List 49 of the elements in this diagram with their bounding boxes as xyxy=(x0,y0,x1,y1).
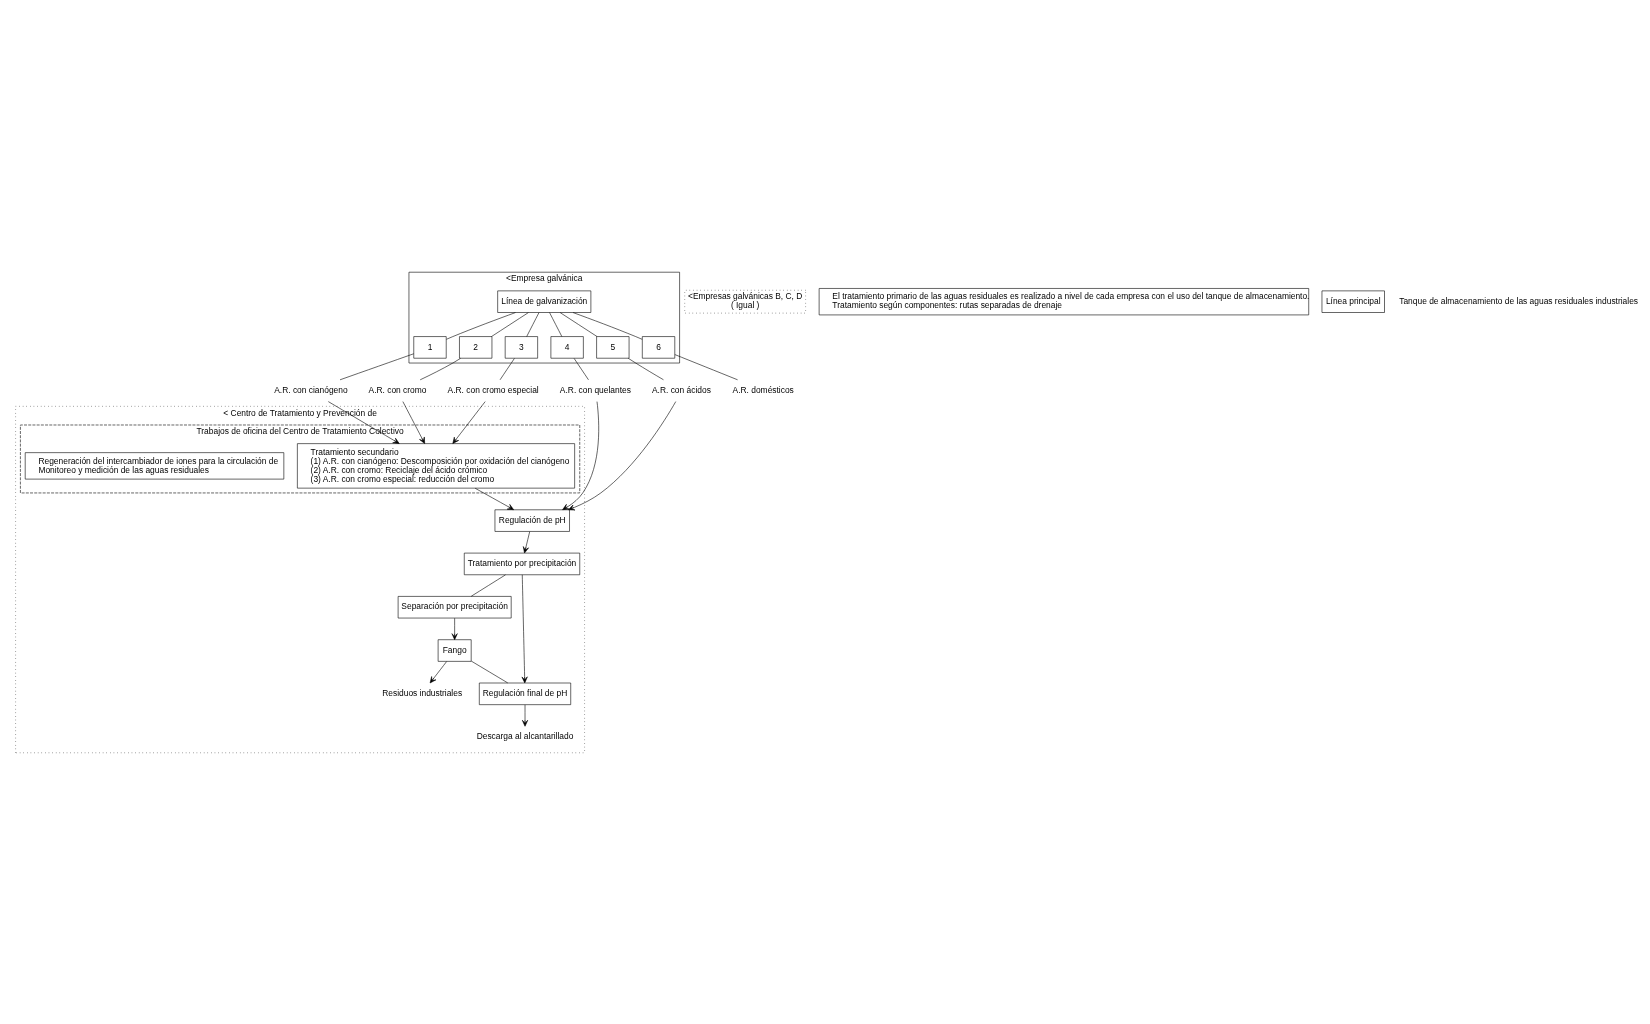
node-text: A.R. con cromo xyxy=(368,384,427,395)
node-box: 5 xyxy=(596,335,630,359)
node-box: Fango xyxy=(437,638,472,662)
arrow xyxy=(522,704,529,727)
arrow xyxy=(523,530,530,553)
node-box: Línea de galvanización xyxy=(497,290,592,313)
arrow xyxy=(562,400,600,510)
connector xyxy=(559,311,598,337)
node-box: Línea principal xyxy=(1321,290,1385,313)
node-box: 4 xyxy=(550,335,584,359)
node-box: Regeneración del intercambiador de iones para la circulación de Monitoreo y medición de las aguas residuales xyxy=(24,451,285,479)
node-box: 2 xyxy=(459,335,493,359)
connector xyxy=(470,574,506,597)
connector xyxy=(573,357,589,380)
node-box: 6 xyxy=(642,335,676,359)
connector xyxy=(446,311,516,340)
node-box: 3 xyxy=(504,335,538,359)
connector xyxy=(572,311,643,340)
arrow xyxy=(328,400,400,444)
node-box: Tratamiento por precipitación xyxy=(463,552,581,575)
connector xyxy=(627,357,664,380)
connector xyxy=(339,352,414,380)
node-box: Regulación de pH xyxy=(494,509,570,532)
node-text: A.R. con quelantes xyxy=(559,384,631,395)
node-box: Regulación final de pH xyxy=(479,682,572,705)
node-text: A.R. con ácidos xyxy=(651,384,711,395)
node-box: Separación por precipitación xyxy=(397,595,512,618)
arrow xyxy=(474,487,514,510)
connector xyxy=(526,311,540,337)
arrow xyxy=(568,400,677,510)
node-text: A.R. con cromo especial xyxy=(447,384,539,395)
node-text: A.R. domésticos xyxy=(732,384,794,395)
node-text: Residuos industriales xyxy=(382,687,463,698)
node-box: 1 xyxy=(413,335,447,359)
node-text: Descarga al alcantarillado xyxy=(476,730,574,741)
label: Tanque de almacenamiento de las aguas residuales industriales xyxy=(1399,295,1639,306)
node-text: A.R. con cianógeno xyxy=(274,384,348,395)
connector xyxy=(674,353,738,380)
node-box: Tratamiento secundario (1) A.R. con cianógeno: Descomposición por oxidación del cianógeno (2) A.R. con cromo: Reciclaje del ácido crómico (3) A.R. con cromo especial: reducción del cromo xyxy=(297,442,575,488)
arrow xyxy=(402,400,425,444)
arrow xyxy=(521,574,528,683)
arrow xyxy=(452,400,486,444)
arrow xyxy=(429,660,447,683)
arrow xyxy=(451,617,458,640)
node-box: El tratamiento primario de las aguas residuales es realizado a nivel de cada empresa con el uso del tanque de almacenamiento. Tratamiento según componentes: rutas separadas de drenaje xyxy=(818,287,1309,315)
connector xyxy=(491,311,529,337)
connector xyxy=(419,357,461,380)
connector xyxy=(549,311,563,337)
node-box: <Empresas galvánicas B, C, D ( Igual ) xyxy=(684,289,806,313)
